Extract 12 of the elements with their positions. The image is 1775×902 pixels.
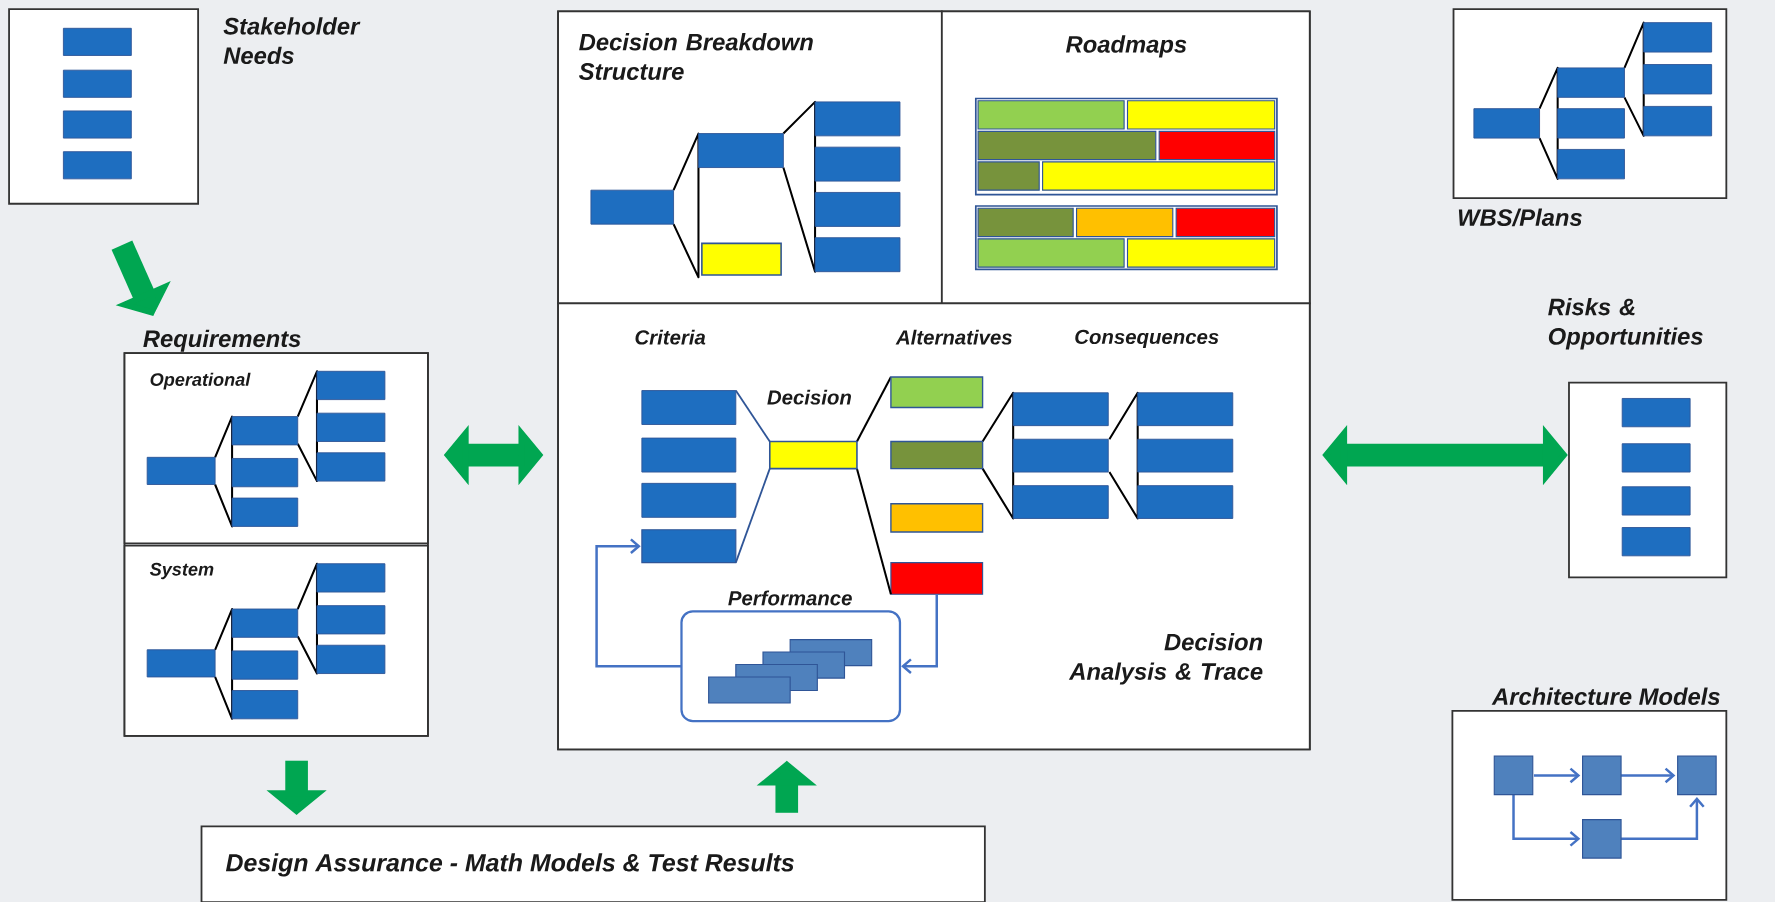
node-label: Performance	[728, 590, 852, 606]
assurance-box: Design Assurance - Math Models & Test Results	[200, 825, 986, 902]
arrow	[111, 240, 171, 316]
node-label: Risks & Opportunities	[1548, 297, 1703, 350]
bar	[890, 561, 984, 595]
arrow	[901, 594, 938, 674]
node-label: Requirements	[143, 329, 301, 352]
node-label: Stakeholder Needs	[223, 17, 361, 65]
arrow	[595, 538, 682, 668]
bar	[641, 529, 737, 564]
node-label: Architecture Models	[1491, 687, 1720, 705]
node-label: WBS/Plans	[1458, 208, 1582, 227]
